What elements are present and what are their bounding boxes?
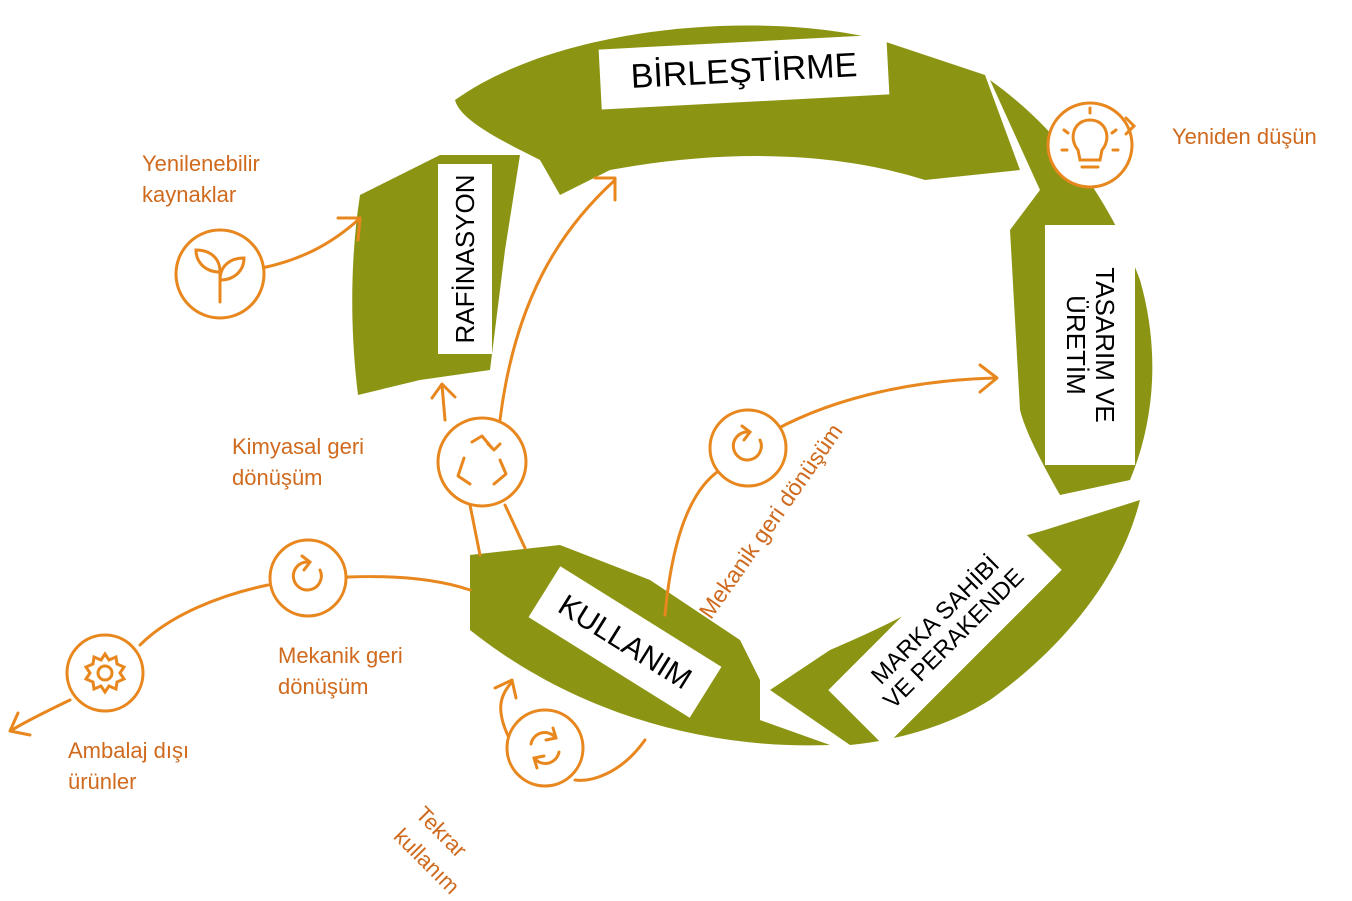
gear-icon — [65, 633, 145, 713]
flow-arrows — [8, 176, 999, 782]
refresh-icon — [505, 708, 585, 788]
sprout-icon — [174, 228, 266, 320]
arrow-nonpackaging — [10, 698, 72, 732]
stage-label-rafinasyon: RAFİNASYON — [438, 164, 492, 354]
arrow-mechanical-outer — [346, 575, 472, 592]
ring-segments — [352, 25, 1153, 746]
label-kimyasal-geri-donusum: Kimyasal geri dönüşüm — [232, 434, 365, 490]
recycle-icon — [436, 416, 528, 508]
arrow-inner-up — [498, 178, 617, 422]
arrow-reuse — [573, 738, 647, 782]
stage-label-tasarim: TASARIM VE ÜRETİM — [1045, 225, 1135, 465]
segment-rafinasyon — [352, 155, 520, 395]
label-ambalaj-disi-urunler: Ambalaj dışı ürünler — [68, 738, 190, 794]
arrow-renewable — [260, 218, 360, 270]
refresh-icon — [268, 538, 348, 618]
label-yenilenebilir-kaynaklar: Yenilenebilir kaynaklar — [142, 151, 260, 207]
lightbulb-icon — [1046, 101, 1137, 189]
arrow-chemical-up — [440, 383, 447, 422]
arrow-mechanical-inner — [663, 468, 722, 617]
label-mekanik-geri-donusum-outer: Mekanik geri dönüşüm — [278, 643, 403, 699]
label-yeniden-dusun: Yeniden düşün — [1172, 124, 1317, 149]
refresh-icon — [708, 408, 788, 488]
